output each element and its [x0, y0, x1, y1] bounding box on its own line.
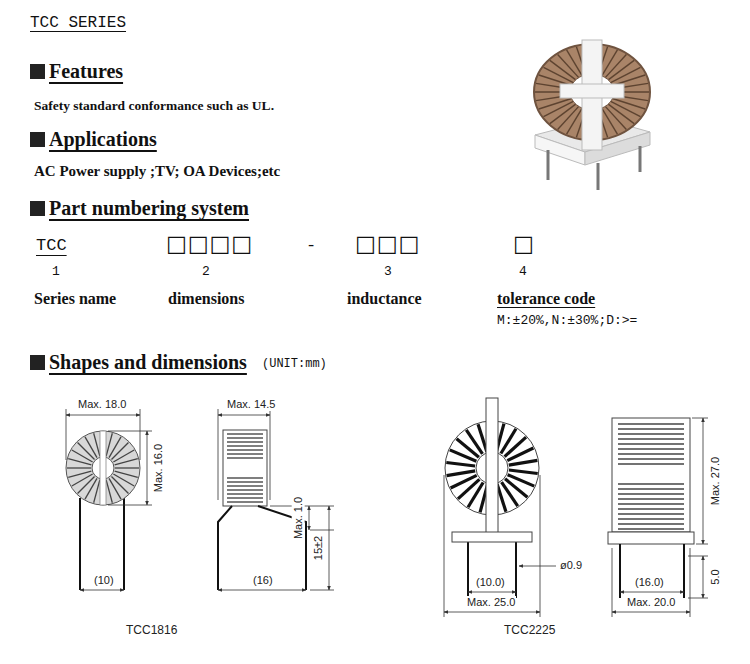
section-heading: Applications [49, 128, 157, 151]
dimension-label: Max. 27.0 [709, 456, 722, 506]
dimension-label: Max. 16.0 [152, 443, 165, 493]
section-heading: Part numbering system [49, 197, 249, 220]
tcc1816-side-view [218, 409, 334, 590]
dimension-label: (16.0) [634, 576, 665, 589]
dimension-label: Max. 1.0 [292, 496, 305, 540]
tcc2225-side-view [608, 418, 708, 617]
section-heading: Shapes and dimensions [49, 351, 247, 374]
section-heading: Features [49, 60, 123, 83]
position-number: 4 [519, 265, 527, 280]
dimension-label: (10.0) [475, 576, 506, 589]
application-text: AC Power supply ;TV; OA Devices;etc [34, 163, 280, 180]
model-caption: TCC1816 [126, 624, 177, 638]
position-number: 2 [202, 265, 210, 280]
dimension-label: 5.0 [709, 568, 722, 585]
code-box: □ [513, 231, 535, 256]
series-code: TCC [36, 236, 67, 256]
field-name: dimensions [168, 290, 244, 308]
feature-text: Safety standard conformance such as UL. [34, 98, 274, 114]
dimension-label: Max. 20.0 [626, 596, 676, 609]
dimension-label: Max. 18.0 [77, 398, 127, 411]
code-box: □□□ [355, 231, 420, 256]
dimension-label: ø0.9 [559, 559, 583, 572]
dimension-label: Max. 25.0 [466, 596, 516, 609]
tcc1816-front-view [66, 409, 152, 590]
field-name: Series name [34, 290, 116, 308]
position-number: 3 [384, 265, 392, 280]
position-number: 1 [52, 265, 60, 280]
dimension-label: (16) [252, 574, 274, 587]
tolerance-note: M:±20%,N:±30%;D:>= [497, 314, 637, 329]
field-name: tolerance code [497, 290, 595, 308]
product-photo [534, 40, 650, 190]
series-title: TCC SERIES [30, 14, 126, 32]
dimension-label: (10) [93, 574, 115, 587]
code-dash: - [306, 236, 316, 256]
dimension-label: 15±2 [312, 535, 325, 561]
code-box: □□□□ [166, 231, 253, 256]
tcc2225-front-view [444, 398, 556, 617]
model-caption: TCC2225 [504, 624, 555, 638]
unit-note: (UNIT:mm) [262, 358, 327, 372]
field-name: inductance [347, 290, 422, 308]
dimension-label: Max. 14.5 [226, 398, 276, 411]
